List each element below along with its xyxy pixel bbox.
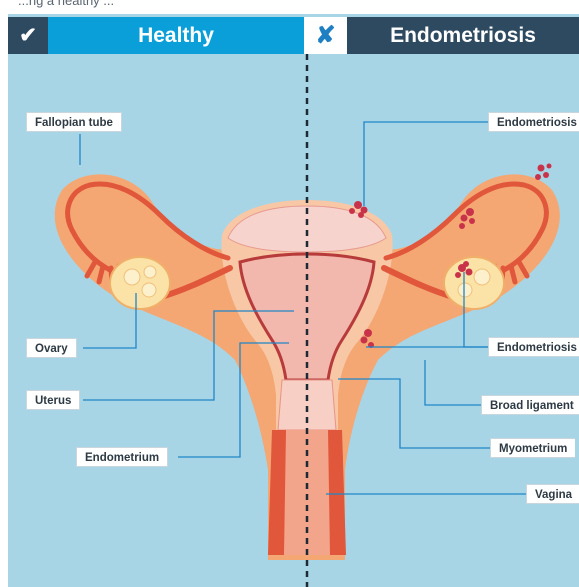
vagina-inner-shape [284,430,330,555]
left-follicle [144,266,156,278]
label-endometriosis-mid: Endometriosis [488,337,579,357]
right-follicle [474,269,490,285]
label-uterus: Uterus [26,390,80,410]
label-fallopian-tube: Fallopian tube [26,112,122,132]
right-follicle [458,283,472,297]
label-endometriosis-top: Endometriosis [488,112,579,132]
label-broad-ligament: Broad ligament [481,395,579,415]
left-ovary-shape [110,257,170,309]
label-vagina: Vagina [526,484,579,504]
label-myometrium: Myometrium [490,438,575,458]
left-follicle [142,283,156,297]
label-endometrium: Endometrium [76,447,168,467]
right-ovary-shape [444,257,504,309]
left-follicle [124,269,140,285]
label-ovary: Ovary [26,338,77,358]
